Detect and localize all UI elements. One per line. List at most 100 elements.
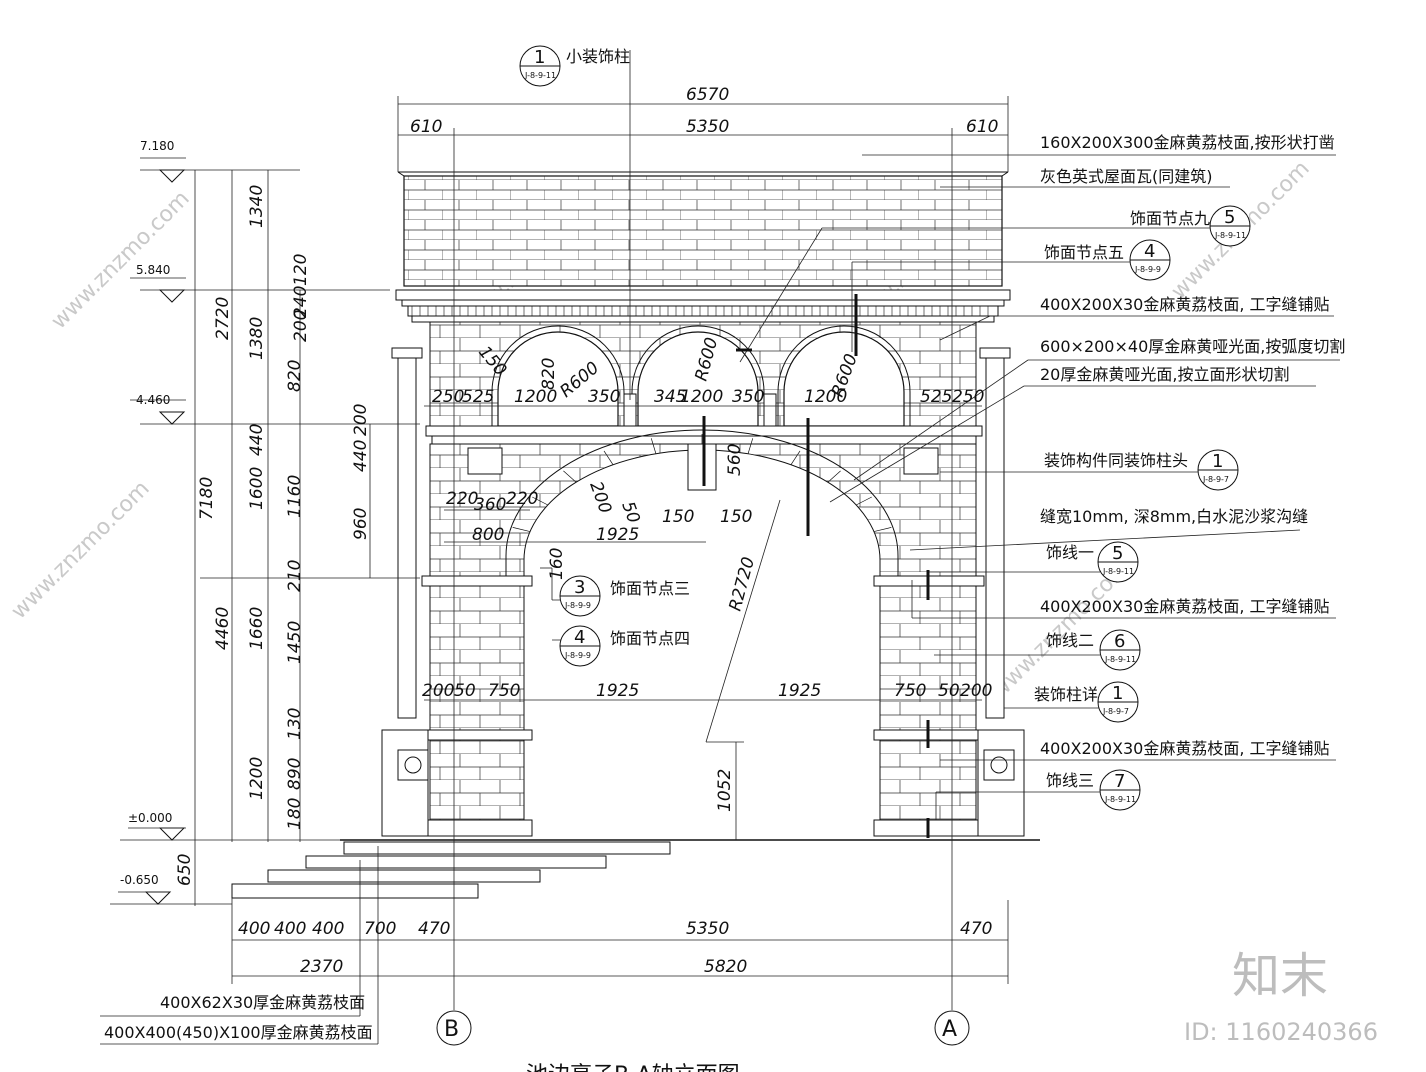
dim-text: 350 <box>732 387 764 407</box>
dim-text: 7180 <box>197 477 217 520</box>
dim-text: 1200 <box>514 387 557 407</box>
dim-text: 2370 <box>300 957 343 977</box>
dim-text: 820 <box>539 358 559 390</box>
watermark-logo: 知末 <box>1232 948 1328 1004</box>
dim-text: 400 <box>238 919 270 939</box>
note-text: 400X200X30金麻黄荔枝面, 工字缝铺贴 <box>1040 739 1330 758</box>
callout-ref: J-8-9-11 <box>524 71 556 80</box>
dim-text: 1600 <box>247 467 267 510</box>
dim-text: 650 <box>175 854 195 886</box>
callout-bubble: 1J-8-9-7 <box>1197 449 1239 491</box>
dim-text: 470 <box>960 919 992 939</box>
level-label: ±0.000 <box>128 811 172 825</box>
dim-text: 160 <box>547 548 567 580</box>
dim-text: 1925 <box>778 681 821 701</box>
dim-text: 220 <box>506 489 538 509</box>
dim-text: 220 <box>446 489 478 509</box>
note-text: 饰面节点四 <box>610 629 690 648</box>
note-text: 饰面节点九 <box>1130 209 1210 228</box>
dim-text: 250 <box>952 387 984 407</box>
note-text: 600×200×40厚金麻黄哑光面,按弧度切割 <box>1040 337 1345 356</box>
dim-text: 820 <box>285 360 305 392</box>
callout-number: 4 <box>574 627 585 648</box>
dim-text: 150 <box>720 507 752 527</box>
callout-ref: J-8-9-11 <box>1214 231 1246 240</box>
drawing-title: 池边亭子B-A轴立面图 <box>526 1063 740 1072</box>
note-text: 缝宽10mm, 深8mm,白水泥沙浆沟缝 <box>1040 507 1308 526</box>
dim-text: 1380 <box>247 317 267 360</box>
dim-text: 1200 <box>247 757 267 800</box>
dim-text: 525 <box>920 387 952 407</box>
callout-number: 1 <box>534 47 545 68</box>
dim-text: 200 <box>291 310 311 342</box>
dim-text: 525 <box>462 387 494 407</box>
note-text: 饰线二 <box>1046 631 1094 650</box>
note-text: 装饰构件同装饰柱头 <box>1044 451 1188 470</box>
dim-text: 470 <box>418 919 450 939</box>
callout-bubble: 1J-8-9-11 <box>519 45 561 87</box>
callout-ref: J-8-9-11 <box>1102 567 1134 576</box>
callout-ref: J-8-9-9 <box>564 651 591 660</box>
dim-text: 1200 <box>804 387 847 407</box>
note-text: 饰面节点三 <box>610 579 690 598</box>
dim-text: 360 <box>474 495 506 515</box>
dim-text: 1450 <box>285 621 305 664</box>
callout-number: 5 <box>1112 543 1123 564</box>
callout-number: 1 <box>1112 683 1123 704</box>
dim-text: 960 <box>351 508 371 540</box>
dim-text: 250 <box>432 387 464 407</box>
note-text: 20厚金麻黄哑光面,按立面形状切割 <box>1040 365 1289 384</box>
section-marks <box>702 294 930 838</box>
dim-text: 5820 <box>704 957 747 977</box>
level-label: -0.650 <box>120 873 159 887</box>
callout-number: 5 <box>1224 207 1235 228</box>
callout-number: 7 <box>1114 771 1125 792</box>
callout-ref: J-8-9-11 <box>1104 655 1136 664</box>
callout-bubble: 3J-8-9-9 <box>559 575 601 617</box>
callout-bubble: 1J-8-9-7 <box>1097 681 1139 723</box>
dim-text: 750 <box>488 681 520 701</box>
dimension-lines <box>100 50 1340 1045</box>
left-dimensions: 1340120240200138082044020044011609602101… <box>175 185 371 886</box>
dim-text: 800 <box>472 525 504 545</box>
note-text: 灰色英式屋面瓦(同建筑) <box>1040 167 1213 186</box>
callout-number: 3 <box>574 577 585 598</box>
dim-text: 700 <box>364 919 396 939</box>
dim-text: 4460 <box>213 607 233 650</box>
callout-bubble: 5J-8-9-11 <box>1209 205 1251 247</box>
dim-text: 180 <box>285 798 305 830</box>
dim-text: 50 <box>454 681 476 701</box>
note-text: 400X200X30金麻黄荔枝面, 工字缝铺贴 <box>1040 597 1330 616</box>
callout-bubble: 4J-8-9-9 <box>559 625 601 667</box>
note-text: 饰线三 <box>1046 771 1094 790</box>
notes-layer: 160X200X300金麻黄荔枝面,按形状打凿 灰色英式屋面瓦(同建筑) 饰面节… <box>104 47 1345 1042</box>
dim-text: 1052 <box>715 769 735 812</box>
note-text: 小装饰柱 <box>566 47 630 66</box>
dim-text: 1660 <box>247 607 267 650</box>
dim-text: 440 <box>351 440 371 472</box>
dim-text: 890 <box>285 758 305 790</box>
dim-text: 210 <box>285 560 305 592</box>
dim-text: 200 <box>422 681 454 701</box>
dim-text: 50 <box>938 681 960 701</box>
callout-bubble: 5J-8-9-11 <box>1097 541 1139 583</box>
dim-text: 750 <box>894 681 926 701</box>
note-text: 160X200X300金麻黄荔枝面,按形状打凿 <box>1040 133 1335 152</box>
dim-text: 6570 <box>686 85 729 105</box>
dim-text: 130 <box>285 708 305 740</box>
level-markers: 7.180 5.840 4.460 ±0.000 -0.650 <box>118 139 186 905</box>
dim-text: 1200 <box>680 387 723 407</box>
dim-text: 560 <box>725 444 745 476</box>
pavilion-structure <box>231 171 1040 899</box>
note-text: 400X62X30厚金麻黄荔枝面 <box>160 993 365 1012</box>
dim-text: 610 <box>410 117 442 137</box>
note-text: 装饰柱详 <box>1034 685 1098 704</box>
dim-text: 120 <box>291 254 311 286</box>
level-label: 7.180 <box>140 139 174 153</box>
callout-ref: J-8-9-7 <box>1102 707 1129 716</box>
axis-label: B <box>444 1017 459 1042</box>
level-label: 4.460 <box>136 393 170 407</box>
dim-text: 610 <box>966 117 998 137</box>
dim-text: 1925 <box>596 525 639 545</box>
